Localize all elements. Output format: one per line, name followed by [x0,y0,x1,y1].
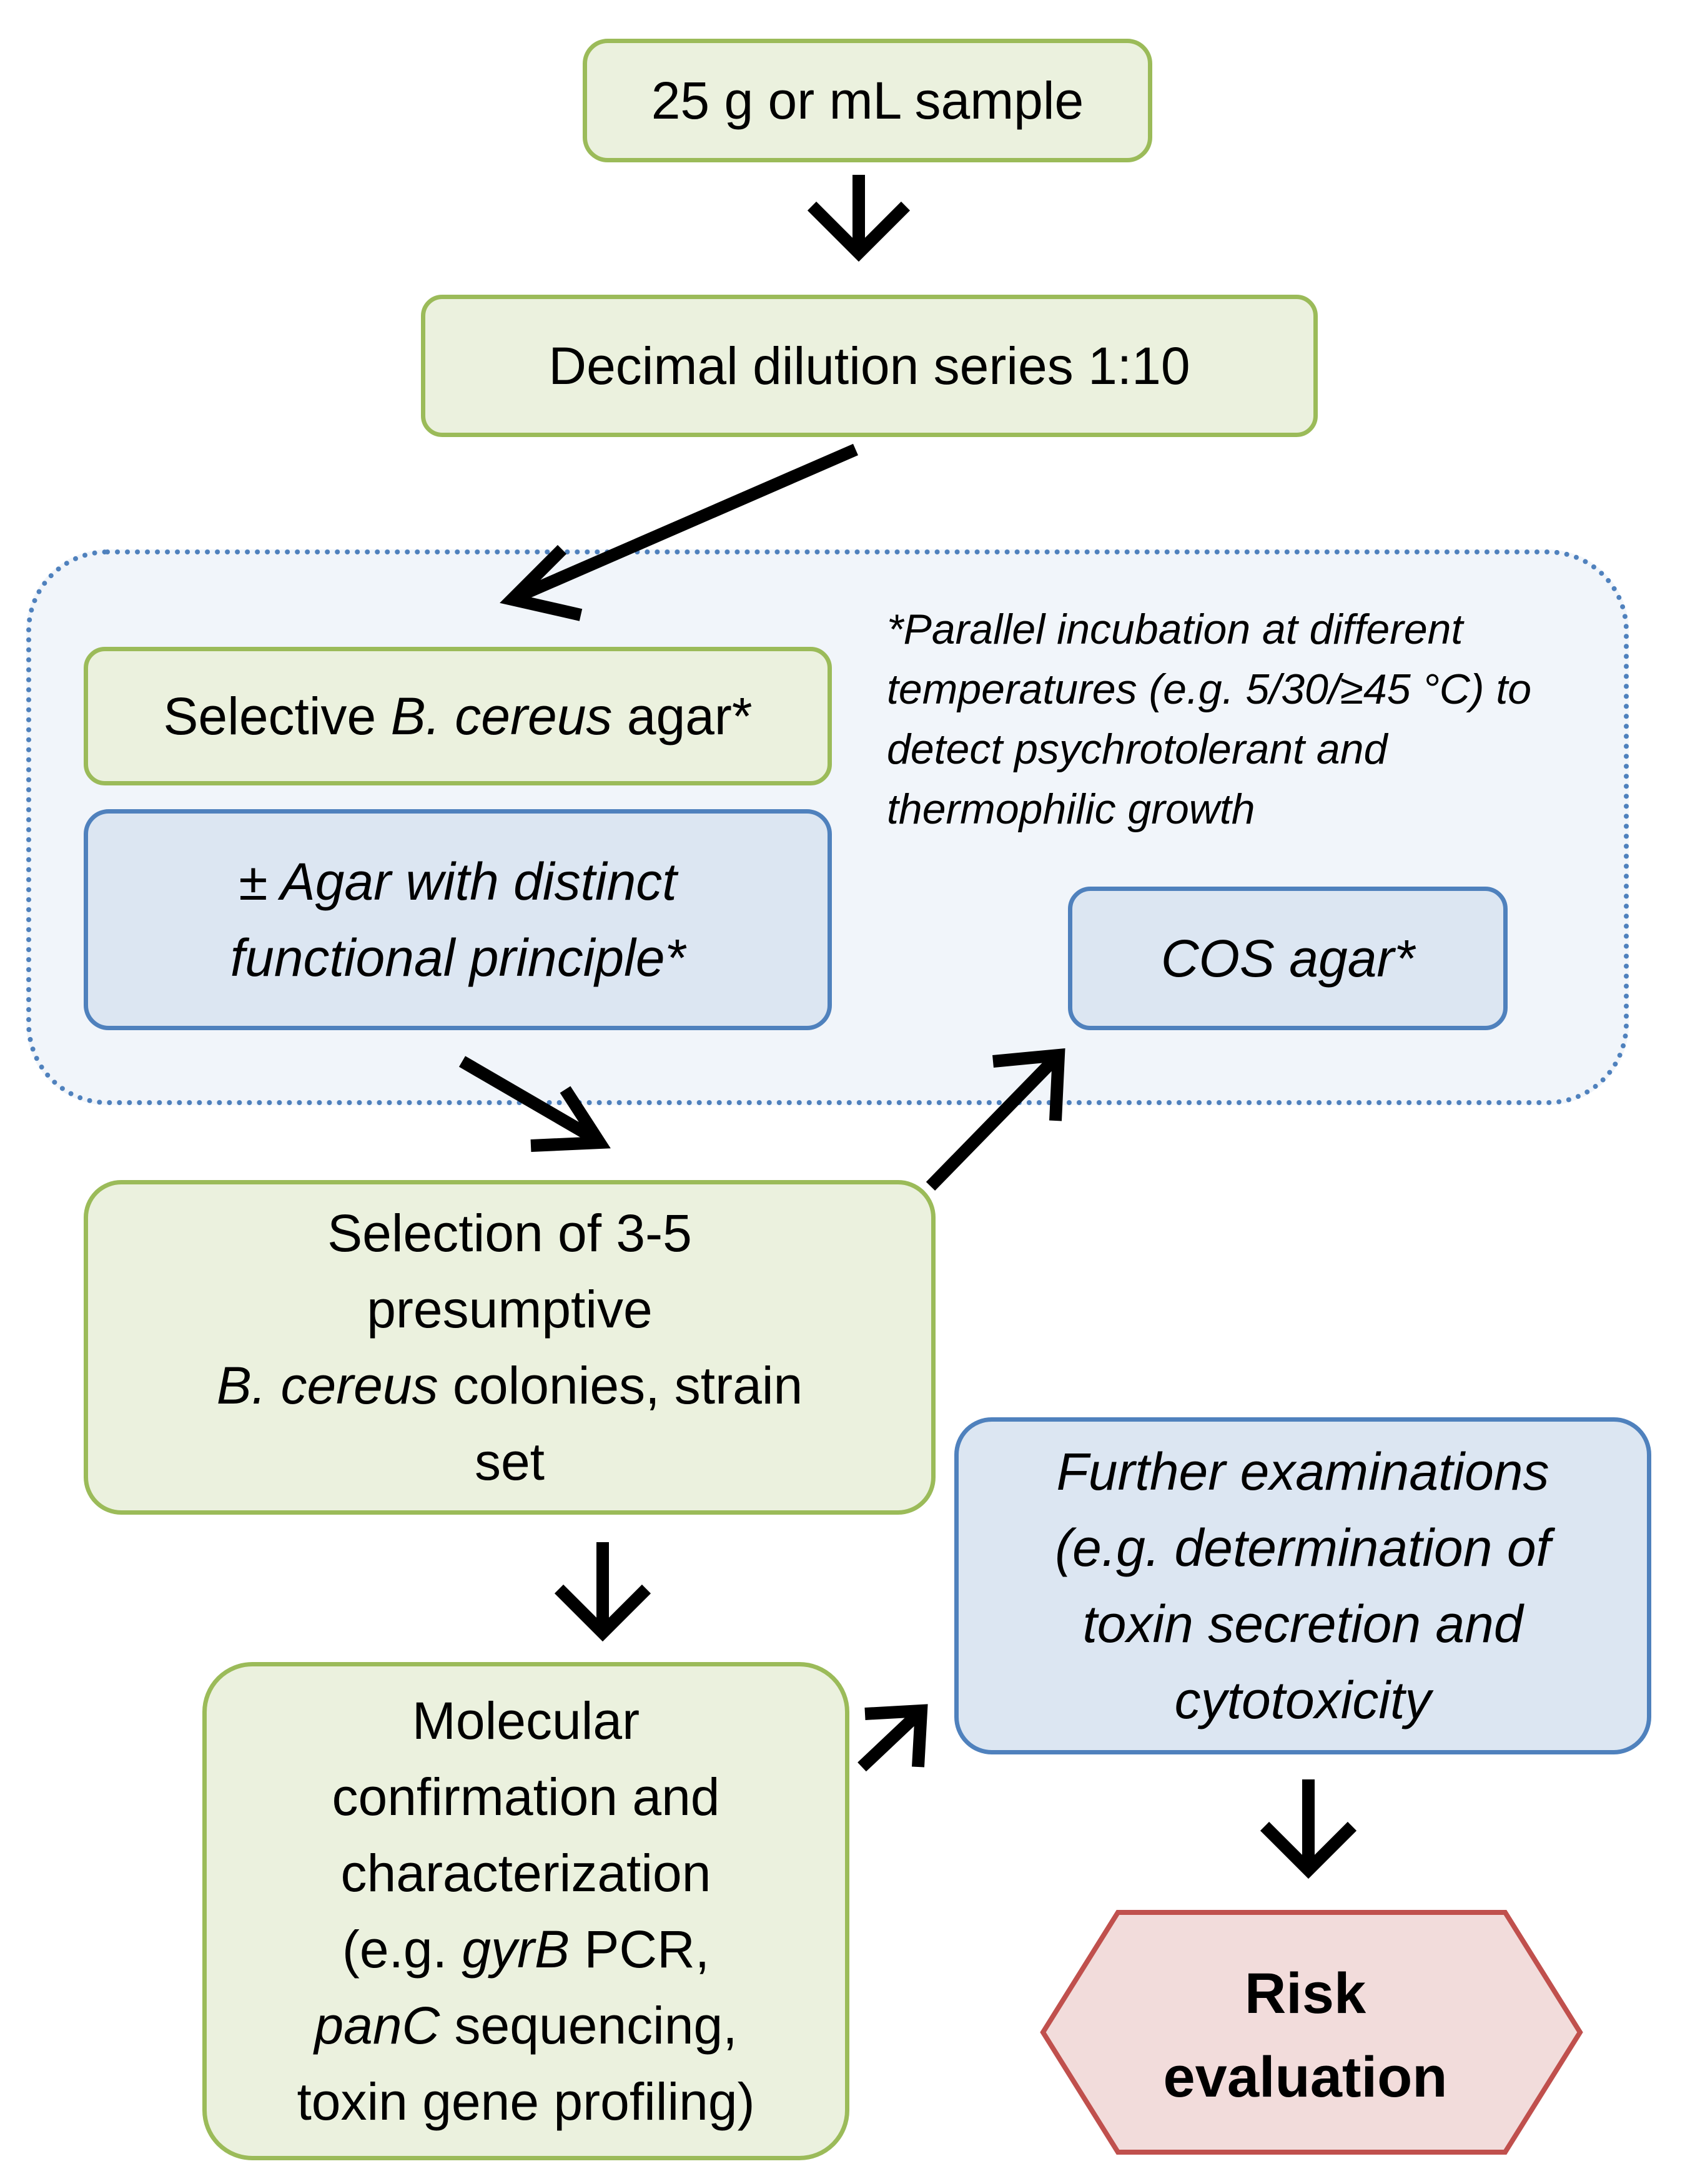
further-examinations-box: Further examinations (e.g. determination… [954,1417,1651,1754]
risk-evaluation-hexagon [1040,1910,1583,2155]
arrow-molecular-to-further [857,1704,928,1772]
selective-agar-box: Selective B. cereus agar* [84,647,832,785]
cos-agar-box: COS agar* [1068,887,1508,1030]
sample-label: 25 g or mL sample [651,71,1084,130]
arrow-panel-to-selection [458,1056,611,1152]
dilution-box: Decimal dilution series 1:10 [421,295,1318,437]
distinct-agar-box: ± Agar with distinct functional principl… [84,809,832,1030]
selective-agar-label: Selective B. cereus agar* [163,687,753,745]
molecular-label: Molecular confirmation and characterizat… [297,1691,755,2131]
arrow-dilution-to-panel [500,443,858,621]
sample-box: 25 g or mL sample [583,39,1152,162]
incubation-note: *Parallel incubation at different temper… [887,606,1532,833]
distinct-agar-label: ± Agar with distinct functional principl… [230,852,686,987]
cos-agar-label: COS agar* [1160,929,1415,988]
arrow-selection-to-molecular [554,1542,651,1642]
selection-label: Selection of 3-5 presumptive B. cereus c… [216,1204,803,1491]
further-examinations-label: Further examinations (e.g. determination… [1055,1442,1551,1729]
dilution-label: Decimal dilution series 1:10 [548,337,1190,395]
arrow-sample-to-dilution [807,175,911,262]
arrow-selection-to-cos [926,1048,1065,1191]
risk-evaluation-label: Risk evaluation [1163,1962,1448,2109]
arrow-further-to-risk [1260,1779,1357,1879]
selection-box: Selection of 3-5 presumptive B. cereus c… [84,1180,936,1515]
molecular-box: Molecular confirmation and characterizat… [202,1662,849,2160]
